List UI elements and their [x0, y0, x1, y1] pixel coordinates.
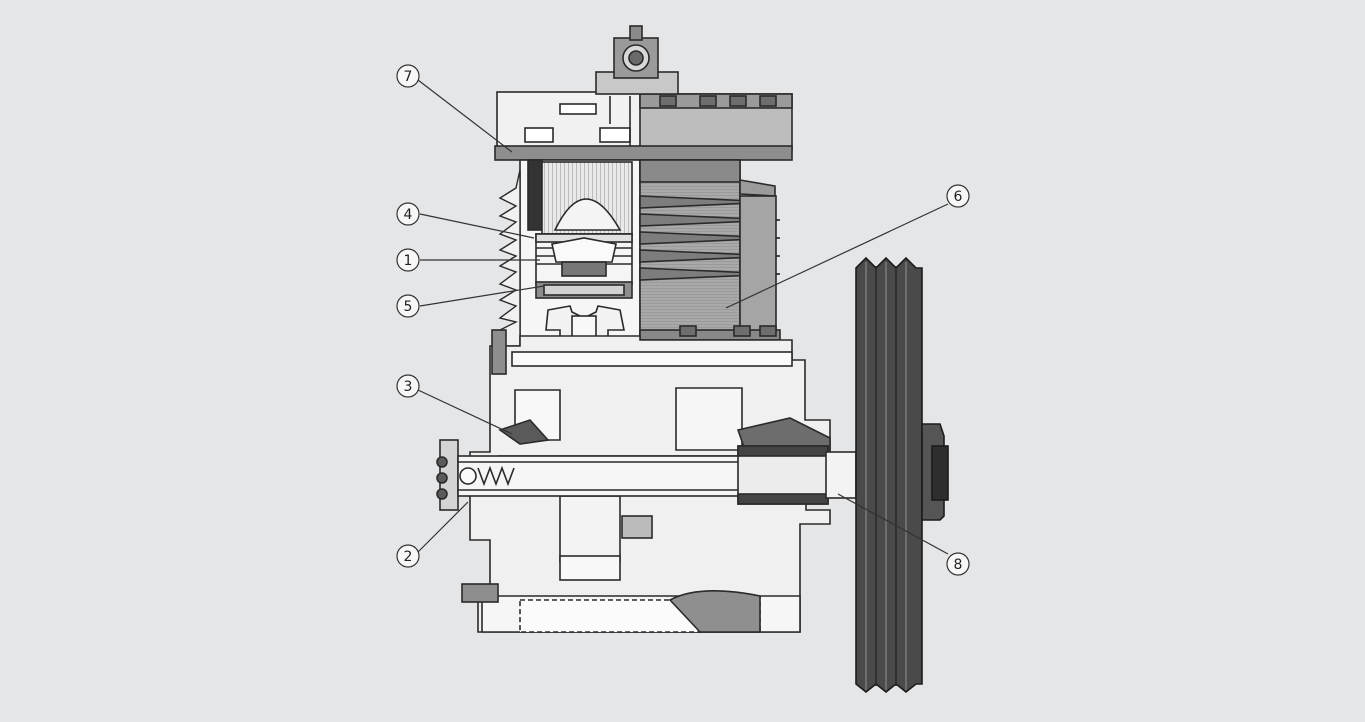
callout-leaders: [417, 79, 949, 555]
callout-4: 4: [396, 202, 420, 226]
callout-5-label: 5: [404, 299, 413, 315]
callout-2: 2: [396, 544, 420, 568]
pulley: [855, 256, 949, 694]
callout-1: 1: [396, 248, 420, 272]
callout-1-label: 1: [404, 253, 413, 269]
callout-8-label: 8: [954, 557, 963, 573]
cylinder-head: [494, 91, 793, 161]
leader-4: [419, 213, 535, 239]
callout-2-label: 2: [404, 549, 413, 565]
finned-block: [639, 159, 781, 341]
callout-3: 3: [396, 374, 420, 398]
callout-3-label: 3: [404, 379, 413, 395]
leader-7: [417, 79, 513, 153]
callout-6-label: 6: [954, 189, 963, 205]
leader-5: [419, 285, 545, 307]
callout-6: 6: [946, 184, 970, 208]
piston: [535, 233, 633, 299]
leader-8: [837, 493, 949, 555]
leader-3: [417, 389, 513, 435]
cylinder-fins-left: [498, 169, 521, 347]
callout-4-label: 4: [404, 207, 413, 223]
leader-2: [417, 501, 469, 553]
callout-7-label: 7: [404, 69, 413, 85]
callout-7: 7: [396, 64, 420, 88]
top-fitting: [595, 25, 679, 95]
crankshaft: [436, 439, 857, 511]
callout-8: 8: [946, 552, 970, 576]
callout-5: 5: [396, 294, 420, 318]
leader-6: [725, 203, 949, 309]
